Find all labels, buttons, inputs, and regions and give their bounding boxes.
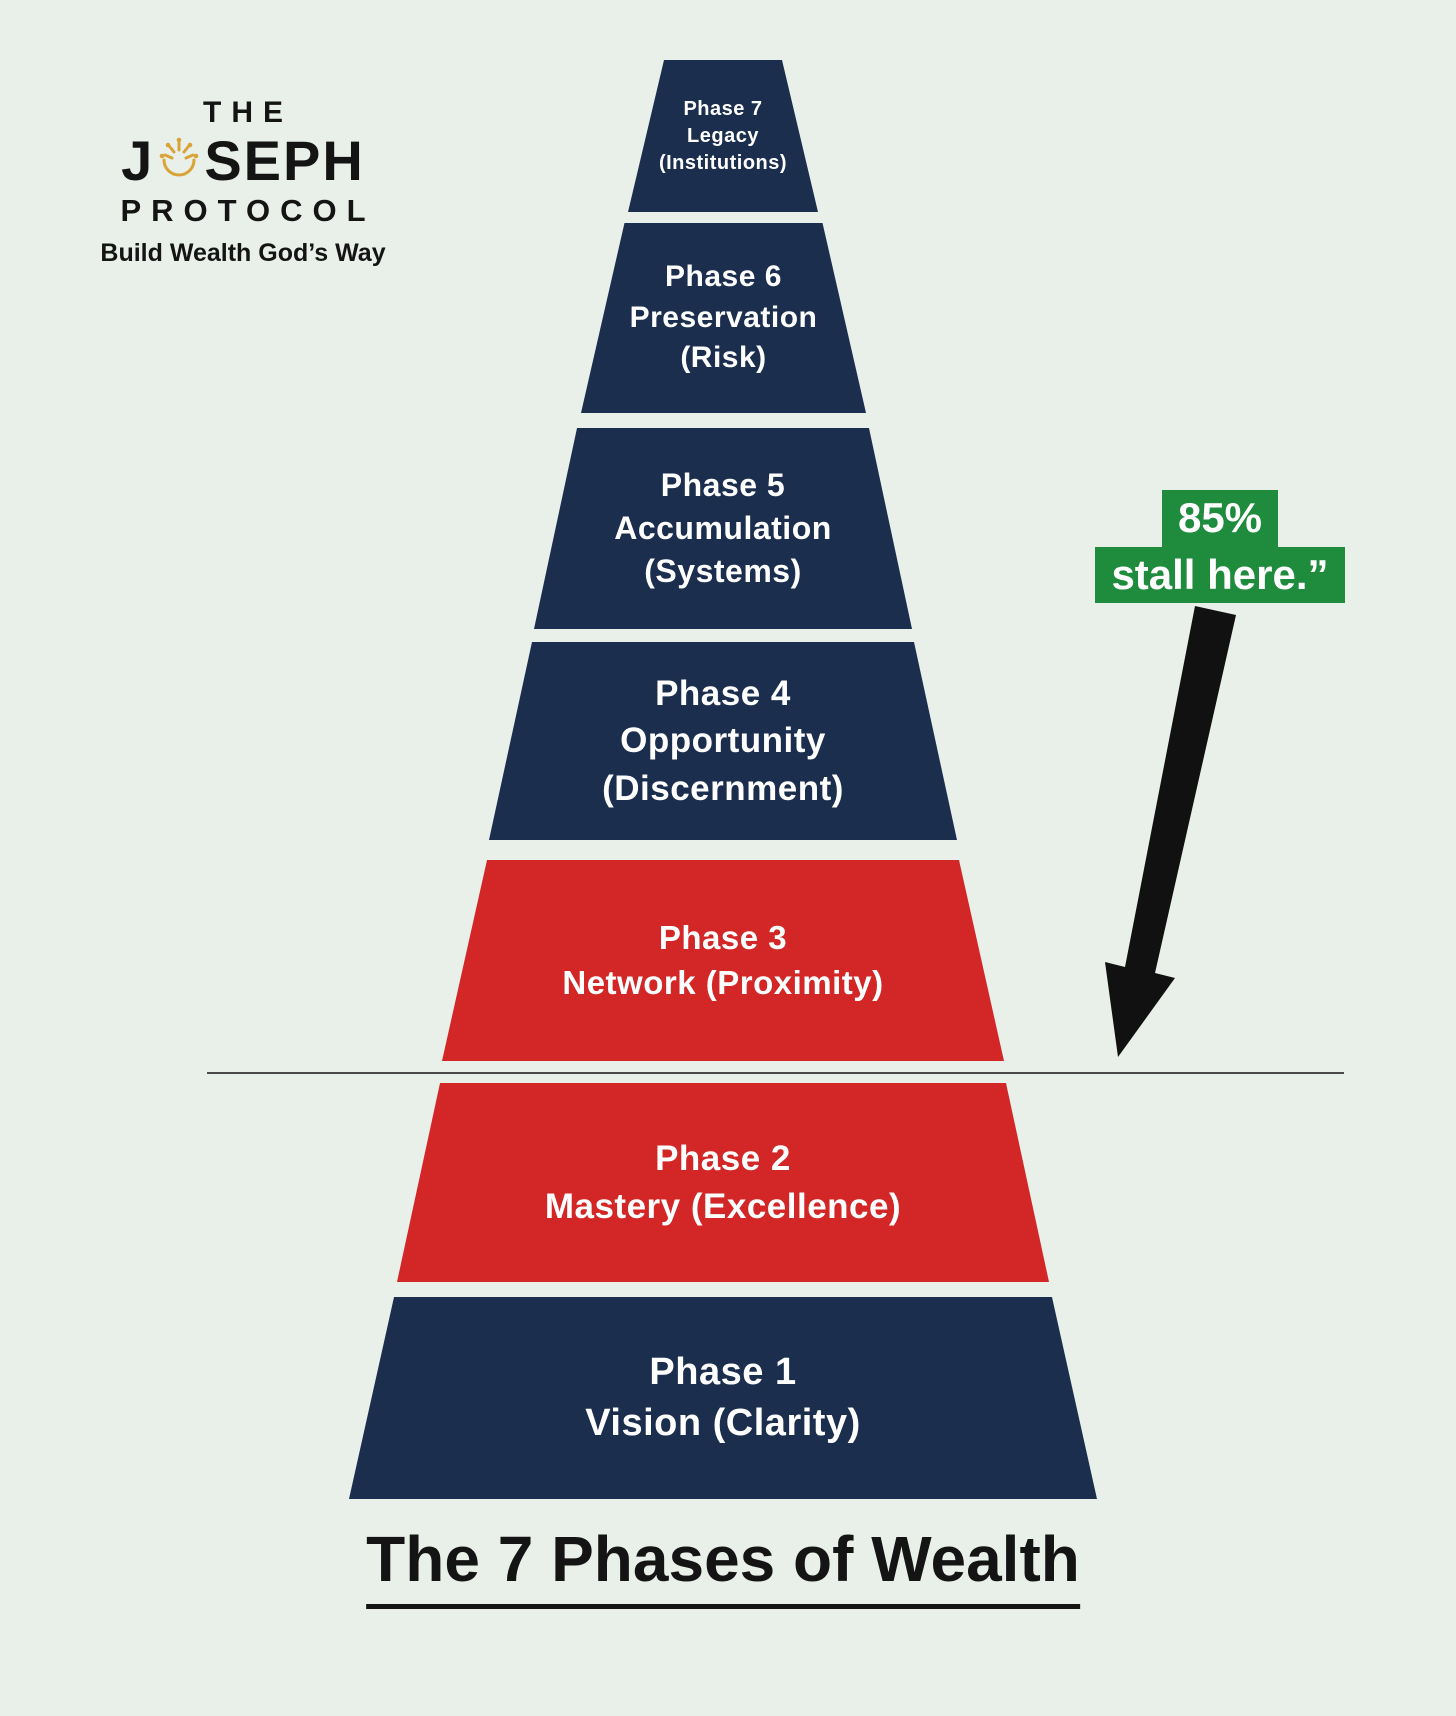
logo-name-row: J	[88, 132, 398, 189]
tier-phase-text: Phase 4	[655, 674, 791, 714]
logo-name-suffix: SEPH	[204, 128, 365, 192]
tier-detail-text: (Institutions)	[658, 151, 788, 174]
tier-name-text: Network (Proximity)	[562, 963, 884, 1001]
tier-phase-2: Phase 2 Mastery (Excellence)	[397, 1083, 1049, 1282]
tier-name-text: Vision (Clarity)	[585, 1402, 861, 1444]
page-title: The 7 Phases of Wealth	[366, 1522, 1080, 1609]
tier-phase-1: Phase 1 Vision (Clarity)	[349, 1297, 1097, 1499]
tier-detail-text: (Systems)	[644, 553, 802, 590]
tier-phase-4: Phase 4 Opportunity (Discernment)	[489, 642, 957, 840]
tier-label: Phase 3 Network (Proximity)	[562, 916, 883, 1005]
logo-tagline: Build Wealth God’s Way	[100, 239, 386, 267]
tier-phase-5: Phase 5 Accumulation (Systems)	[534, 428, 912, 629]
callout-text: stall here.”	[1095, 546, 1345, 603]
brand-logo: THE J	[88, 96, 398, 268]
tier-phase-7: Phase 7 Legacy (Institutions)	[628, 60, 818, 212]
tier-phase-text: Phase 2	[655, 1139, 791, 1179]
callout-percent: 85%	[1161, 490, 1279, 547]
tier-label: Phase 5 Accumulation (Systems)	[614, 464, 832, 594]
tier-detail-text: (Risk)	[680, 341, 767, 375]
tier-phase-text: Phase 3	[658, 918, 788, 956]
logo-word-the: THE	[203, 96, 293, 129]
tier-phase-text: Phase 1	[649, 1350, 797, 1393]
tier-label: Phase 2 Mastery (Excellence)	[545, 1135, 901, 1230]
tier-phase-3: Phase 3 Network (Proximity)	[442, 860, 1004, 1061]
tier-name-text: Accumulation	[614, 509, 832, 546]
tier-detail-text: (Discernment)	[602, 768, 844, 808]
crown-icon	[156, 132, 202, 183]
down-arrow-icon	[1105, 606, 1236, 1057]
tier-phase-6: Phase 6 Preservation (Risk)	[581, 223, 866, 413]
stall-callout: 85% stall here.”	[1080, 490, 1360, 603]
tier-name-text: Legacy	[687, 124, 759, 147]
tier-phase-text: Phase 5	[660, 466, 786, 503]
logo-name-prefix: J	[121, 128, 155, 192]
tier-label: Phase 7 Legacy (Institutions)	[659, 96, 787, 177]
tier-name-text: Preservation	[629, 300, 818, 334]
tier-phase-text: Phase 6	[665, 260, 782, 294]
stall-divider-line	[207, 1072, 1344, 1074]
tier-label: Phase 6 Preservation (Risk)	[630, 257, 818, 379]
tier-label: Phase 1 Vision (Clarity)	[585, 1347, 860, 1450]
tier-name-text: Mastery (Excellence)	[544, 1186, 902, 1226]
tier-label: Phase 4 Opportunity (Discernment)	[602, 670, 844, 812]
logo-word-protocol: PROTOCOL	[120, 193, 376, 228]
tier-phase-text: Phase 7	[683, 97, 763, 120]
tier-name-text: Opportunity	[620, 721, 826, 761]
